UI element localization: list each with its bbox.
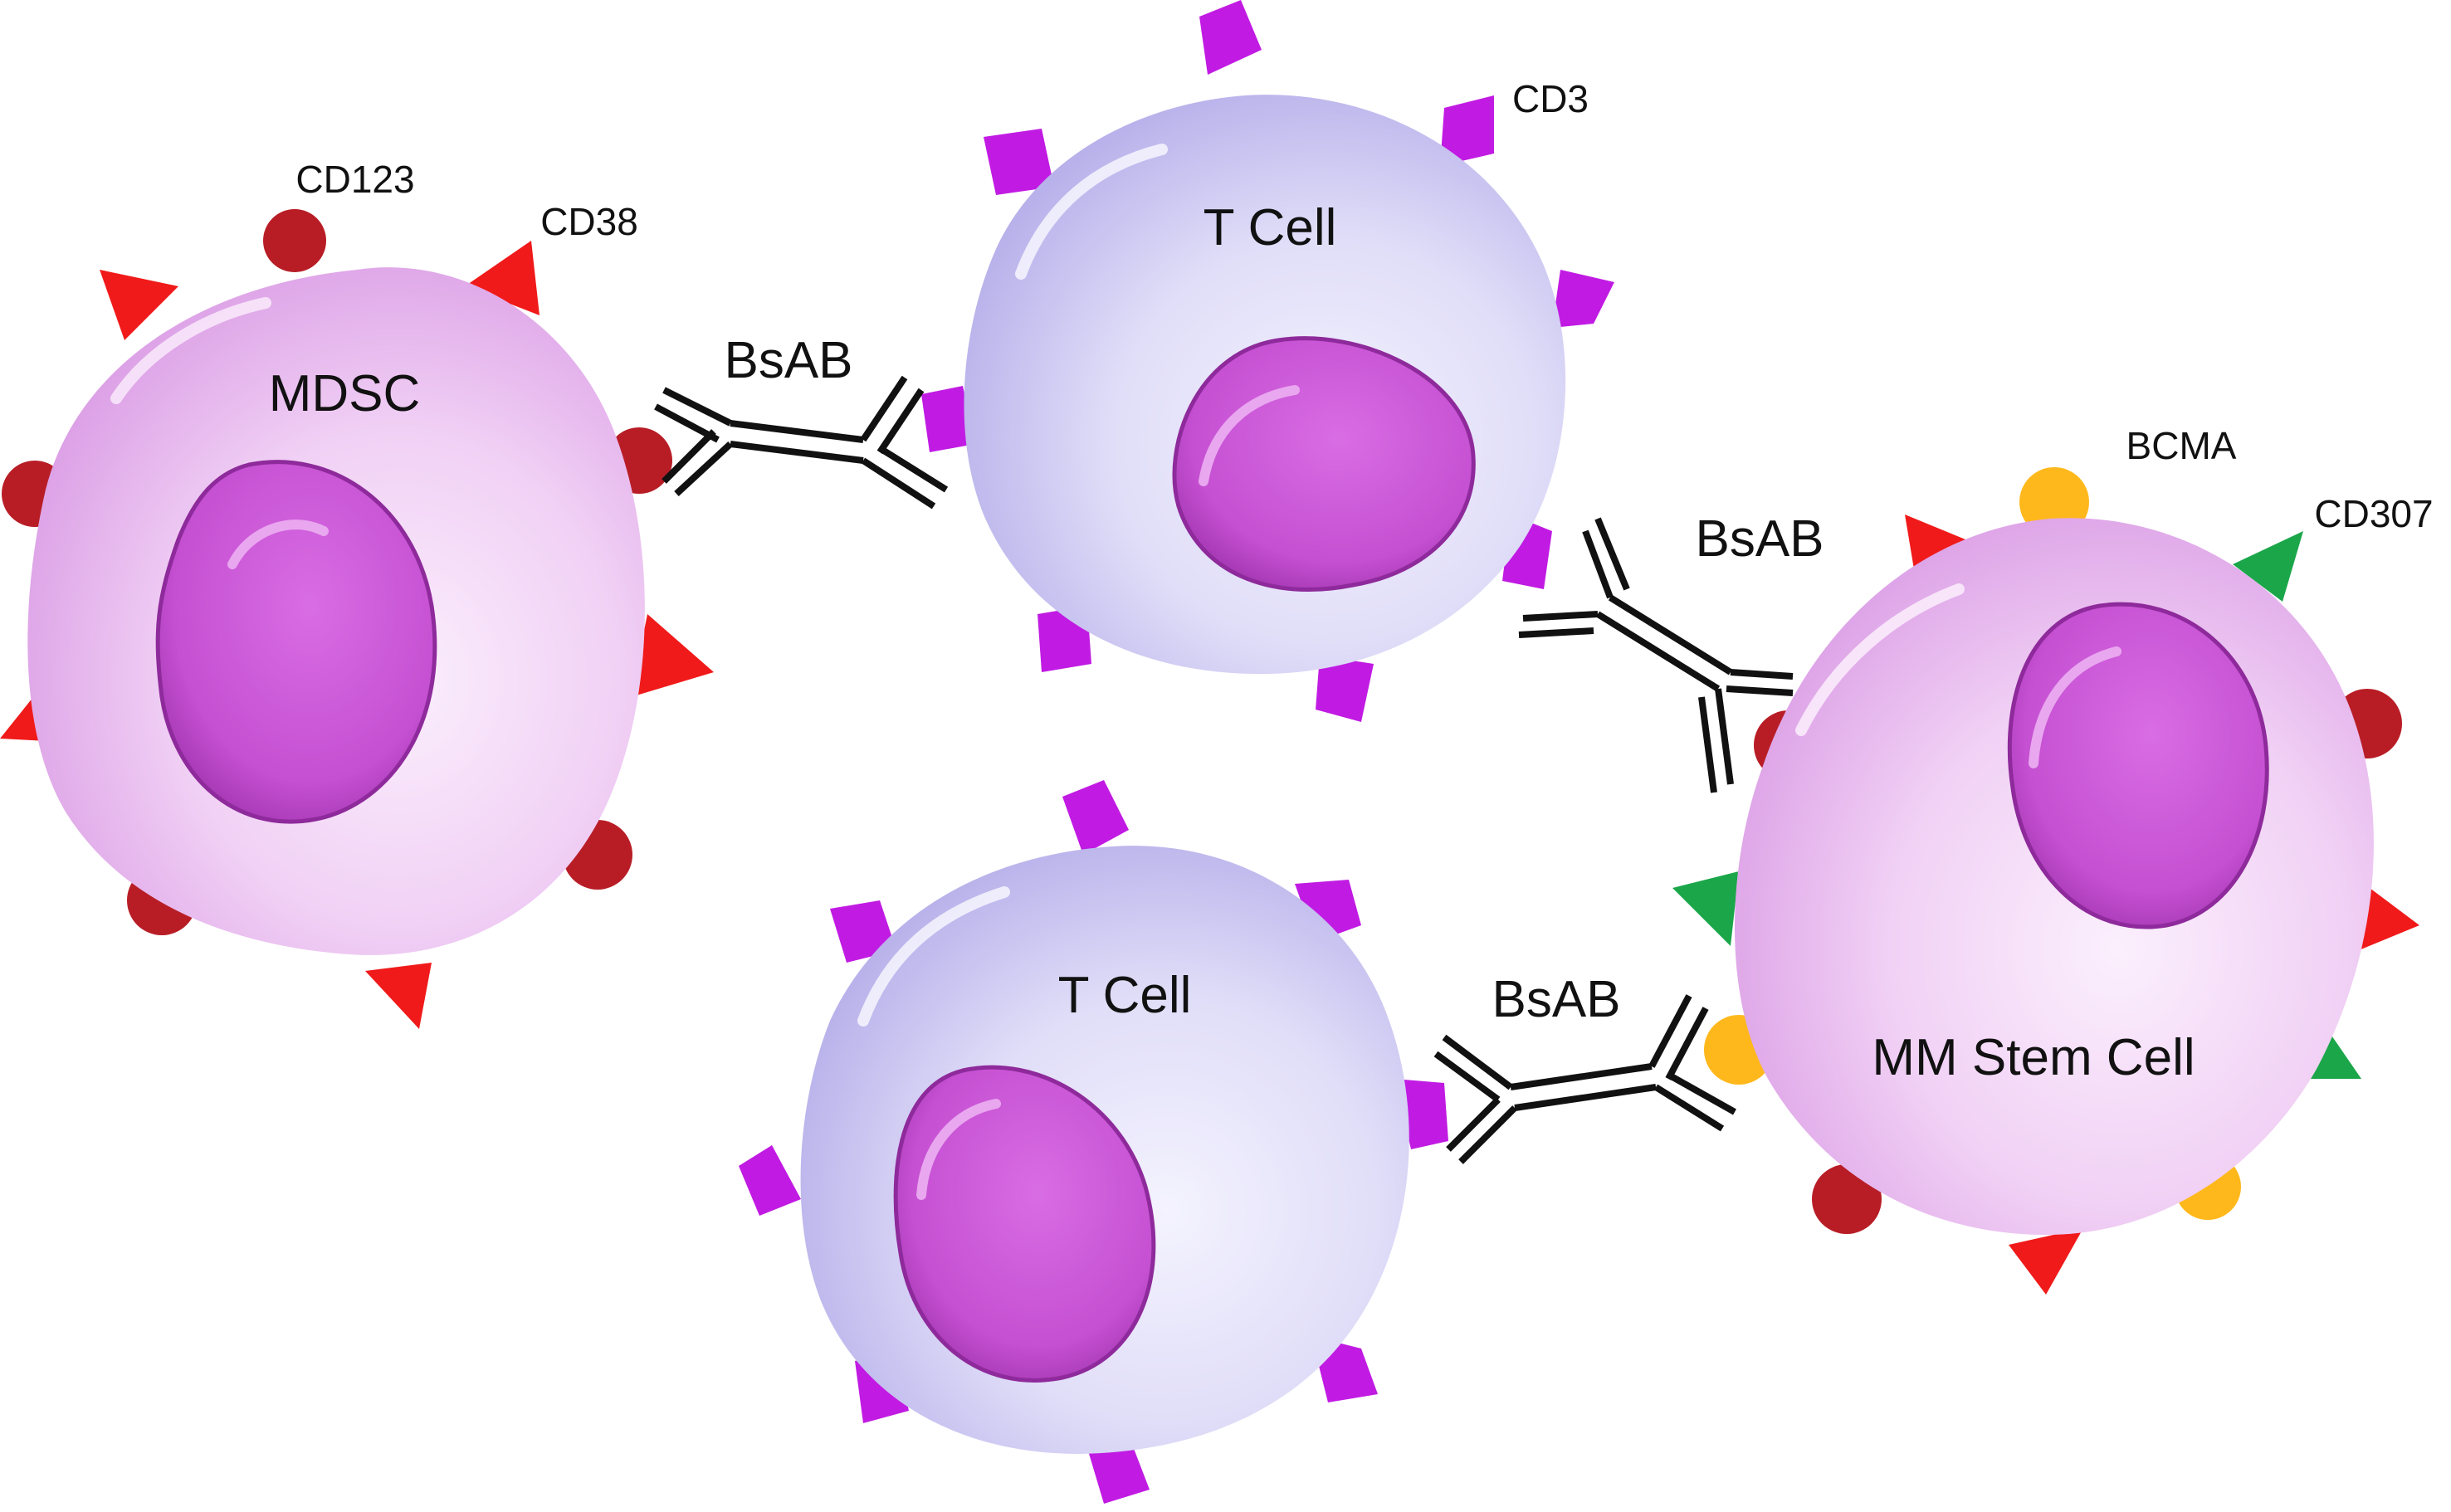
cd38-marker	[100, 270, 178, 340]
bsab-antibody-top	[654, 375, 949, 510]
cd3-marker	[921, 386, 975, 452]
cd3-marker	[1062, 780, 1129, 855]
bsab-label-bottom: BsAB	[1492, 971, 1620, 1028]
t-cell-top: T Cell	[921, 0, 1614, 722]
cd3-marker	[739, 1145, 801, 1216]
mm-stem-cell-nucleus	[2007, 602, 2269, 929]
cd307-label: CD307	[2314, 492, 2433, 535]
cd3-marker	[1440, 95, 1494, 166]
cd307-marker	[2233, 531, 2303, 602]
cd3-marker	[1316, 656, 1374, 722]
mdsc-label: MDSC	[269, 365, 421, 422]
mdsc-nucleus	[155, 460, 437, 824]
cd3-marker	[984, 129, 1054, 195]
cd123-marker	[263, 209, 326, 272]
bsab-label-top: BsAB	[724, 332, 852, 389]
mm-stem-cell-label: MM Stem Cell	[1872, 1029, 2195, 1086]
t-cell-bottom-label: T Cell	[1058, 967, 1192, 1024]
bsab-label-right: BsAB	[1695, 510, 1824, 568]
t-cell-bottom-nucleus	[893, 1065, 1156, 1383]
t-cell-top-label: T Cell	[1204, 199, 1337, 256]
cd3-marker	[1552, 270, 1614, 328]
cd3-marker	[1199, 0, 1262, 75]
cd38-marker	[465, 241, 540, 315]
cd38-marker	[365, 963, 432, 1029]
t-cell-top-nucleus	[1172, 336, 1476, 593]
cd38-marker	[2009, 1228, 2083, 1295]
bcma-label: BCMA	[2126, 424, 2237, 467]
t-cell-bottom: T Cell	[739, 780, 1448, 1504]
cd123-label: CD123	[295, 158, 414, 201]
cd307-marker	[1672, 871, 1739, 946]
cd3-label: CD3	[1512, 77, 1589, 120]
bsab-antibody-right	[1518, 517, 1794, 793]
mdsc-cell: MDSC	[0, 209, 714, 1029]
cd38-label: CD38	[540, 200, 638, 243]
cd38-marker	[631, 614, 714, 697]
bsab-antibody-bottom	[1433, 994, 1736, 1164]
mm-stem-cell: MM Stem Cell	[1672, 467, 2419, 1295]
